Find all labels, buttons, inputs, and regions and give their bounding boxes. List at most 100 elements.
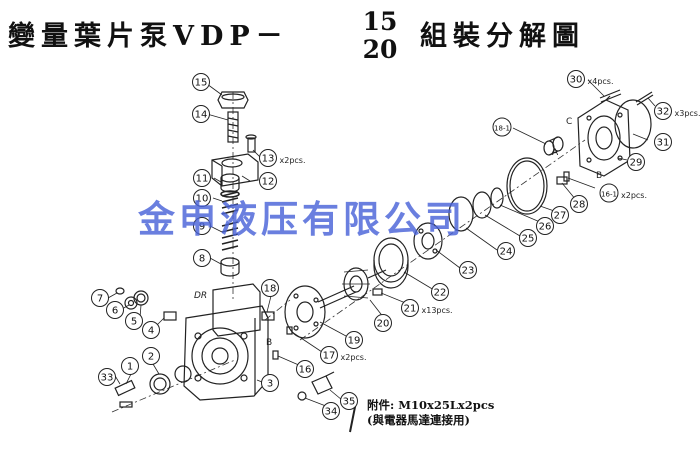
callout-circle [121, 357, 139, 375]
part-cam-ring-22 [373, 237, 409, 289]
callout-number: 19 [348, 336, 361, 347]
callout-circle [320, 346, 338, 364]
part-washer-34 [297, 391, 307, 401]
letter-b: B [596, 171, 602, 181]
part-spring-9 [221, 221, 239, 251]
callout-number: 12 [262, 177, 275, 188]
callout-17: 17 x2pcs. [320, 346, 367, 364]
part-nut-15 [217, 91, 249, 109]
callout-29: 29 [627, 153, 645, 171]
callout-number: 16 [299, 365, 312, 376]
callout-8: 8 [193, 249, 211, 267]
callout-number: 3 [267, 379, 273, 390]
part-side-plate-19 [284, 285, 326, 339]
callout-number: 35 [343, 397, 356, 408]
callout-qty: x2pcs. [341, 353, 367, 362]
callout-number: 25 [522, 234, 535, 245]
callout-number: 15 [195, 78, 208, 89]
title-prefix: 變量葉片泵VDP－ [8, 21, 289, 52]
callout-2: 2 [142, 347, 160, 365]
callout-number: 20 [377, 319, 390, 330]
callout-number: 17 [323, 351, 336, 362]
callout-15: 15 [192, 73, 210, 91]
callout-number: 1 [127, 362, 133, 373]
part-gasket-31 [614, 99, 652, 149]
letter-a: A [552, 148, 559, 158]
part-oring-27 [506, 157, 548, 215]
callout-circle [142, 347, 160, 365]
callout-number: 5 [131, 317, 137, 328]
callout-number: 2 [148, 352, 154, 363]
callout-7: 7 [91, 289, 109, 307]
callout-circle [492, 117, 512, 137]
accessory-note: 附件: M10x25Lx2pcs (與電器馬達連接用) [367, 398, 494, 428]
part-seat-8 [220, 257, 240, 277]
letter-b-body: B [266, 338, 272, 348]
callout-20: 20 [374, 314, 392, 332]
callout-circle [654, 133, 672, 151]
title-model-fraction: 15 20 [358, 8, 402, 64]
callout-circle [497, 242, 515, 260]
callout-26: 26 [536, 217, 554, 235]
callout-number: 13 [262, 154, 275, 165]
callout-30: 30 x4pcs. [567, 70, 614, 88]
part-oring-25 [472, 191, 492, 219]
callout-circle [193, 189, 211, 207]
title-suffix: 組裝分解圖 [420, 21, 585, 52]
callout-9: 9 [193, 217, 211, 235]
callout-31: 31 [654, 133, 672, 151]
callout-circle [374, 314, 392, 332]
callout-circle [261, 279, 279, 297]
callout-6: 6 [106, 301, 124, 319]
callout-number: 10 [196, 194, 209, 205]
part-vane-21 [372, 288, 383, 296]
callout-circle [193, 249, 211, 267]
callout-number: 34 [325, 407, 338, 418]
callout-4: 4 [142, 321, 160, 339]
part-pin-17 [286, 326, 293, 335]
callout-circle [627, 153, 645, 171]
callout-circle [98, 368, 116, 386]
part-bolt-35 [311, 371, 335, 395]
callout-35: 35 [340, 392, 358, 410]
callout-11: 11 [193, 169, 211, 187]
callout-number: 6 [112, 306, 118, 317]
callout-circle [106, 301, 124, 319]
callout-circle [599, 183, 619, 203]
callout-number: 4 [148, 326, 154, 337]
callout-circle [459, 261, 477, 279]
callout-qty: x4pcs. [588, 77, 614, 86]
part-bolt-30 [599, 89, 622, 103]
callout-circle [193, 169, 211, 187]
company-watermark: 金申液压有限公司 [138, 197, 466, 241]
part-oilseal-2 [149, 373, 171, 395]
callout-circle [401, 299, 419, 317]
callout-3: 3 [261, 374, 279, 392]
part-oring-24 [448, 196, 474, 232]
callout-circle [654, 102, 672, 120]
callout-circle [431, 283, 449, 301]
part-snapring-33 [174, 365, 192, 383]
part-rotor-shaft-20 [317, 267, 387, 309]
callout-25: 25 [519, 229, 537, 247]
callout-number: 11 [196, 174, 209, 185]
callout-number: 30 [570, 75, 583, 86]
title-denominator: 20 [362, 35, 398, 64]
part-spring-seat-11 [220, 173, 240, 193]
callout-circle [345, 331, 363, 349]
part-pin-16 [272, 350, 279, 360]
part-adjust-screw-14 [227, 111, 239, 143]
callout-circle [322, 402, 340, 420]
accessory-line-1: 附件: M10x25Lx2pcs [367, 398, 495, 412]
part-screw-13 [245, 134, 257, 153]
part-plug-7 [115, 287, 125, 295]
callout-number: 16-1 [601, 191, 617, 199]
callout-28: 28 [570, 195, 588, 213]
callout-number: 8 [199, 254, 205, 265]
callout-circle [142, 321, 160, 339]
callout-24: 24 [497, 242, 515, 260]
part-pin-16-1 [563, 171, 570, 182]
